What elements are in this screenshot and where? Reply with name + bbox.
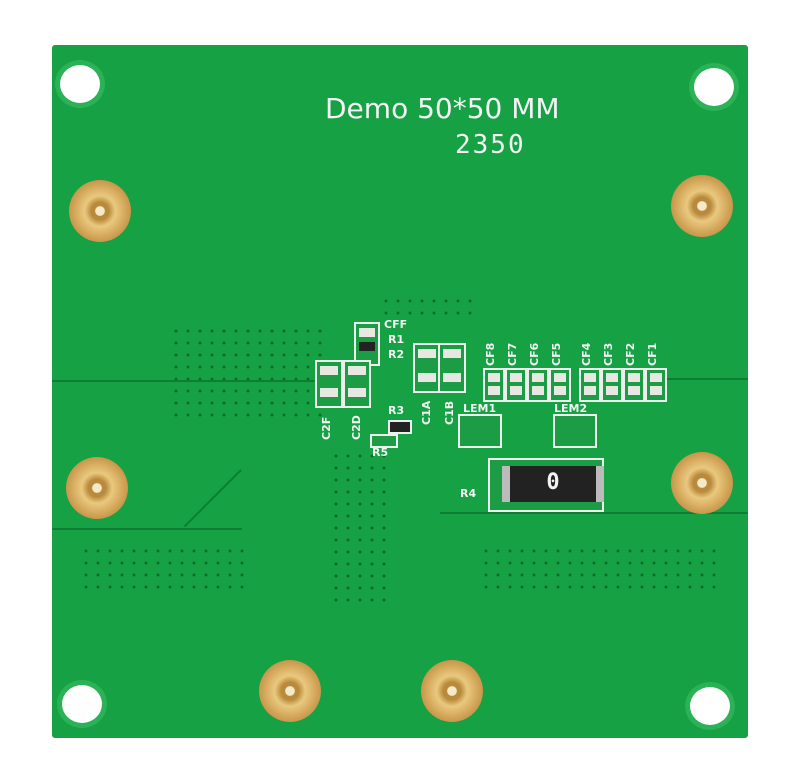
label-c2d: C2D [350,415,363,440]
via-grid [480,545,720,595]
via-grid [80,545,250,595]
capacitor-c1a [413,343,441,393]
terminal-post [671,452,733,514]
component-pad [354,322,380,366]
label-lem1: LEM1 [463,402,497,415]
via-grid [330,450,390,610]
label-r2: R2 [388,348,405,361]
resistor-value: 0 [546,470,560,495]
resistor-r3 [388,420,412,434]
capacitor-c2d [343,360,371,408]
label-c2f: C2F [320,416,333,440]
terminal-post [421,660,483,722]
trace [52,528,242,530]
terminal-post [66,457,128,519]
capacitor-cf5 [549,368,571,402]
capacitor-c2f [315,360,343,408]
mounting-hole [62,685,102,723]
trace [52,380,322,382]
board-code: 2350 [455,130,526,160]
mounting-hole [60,65,100,103]
mounting-hole [694,68,734,106]
label-cf5: CF5 [550,342,563,366]
capacitor-cf3 [601,368,623,402]
label-r4: R4 [460,487,477,500]
label-r1: R1 [388,333,405,346]
label-cff: CFF [384,318,408,331]
lem2-footprint [553,414,597,448]
resistor-r4: 0 [488,458,604,512]
trace [440,512,748,514]
label-c1a: C1A [420,400,433,425]
label-cf3: CF3 [602,342,615,366]
label-cf7: CF7 [506,342,519,366]
capacitor-cf2 [623,368,645,402]
label-cf6: CF6 [528,342,541,366]
via-grid [170,325,330,425]
terminal-post [671,175,733,237]
label-lem2: LEM2 [554,402,588,415]
resistor-r5 [370,434,398,448]
label-c1b: C1B [443,400,456,425]
label-cf1: CF1 [646,342,659,366]
capacitor-cf6 [527,368,549,402]
trace [660,378,748,380]
capacitor-c1b [438,343,466,393]
board-title: Demo 50*50 MM [325,92,560,125]
label-r3: R3 [388,404,405,417]
via-grid [380,295,480,315]
label-cf8: CF8 [484,342,497,366]
terminal-post [69,180,131,242]
capacitor-cf4 [579,368,601,402]
terminal-post [259,660,321,722]
mounting-hole [690,687,730,725]
label-cf4: CF4 [580,342,593,366]
capacitor-cf1 [645,368,667,402]
capacitor-cf8 [483,368,505,402]
lem1-footprint [458,414,502,448]
capacitor-cf7 [505,368,527,402]
label-cf2: CF2 [624,342,637,366]
label-r5: R5 [372,446,389,459]
